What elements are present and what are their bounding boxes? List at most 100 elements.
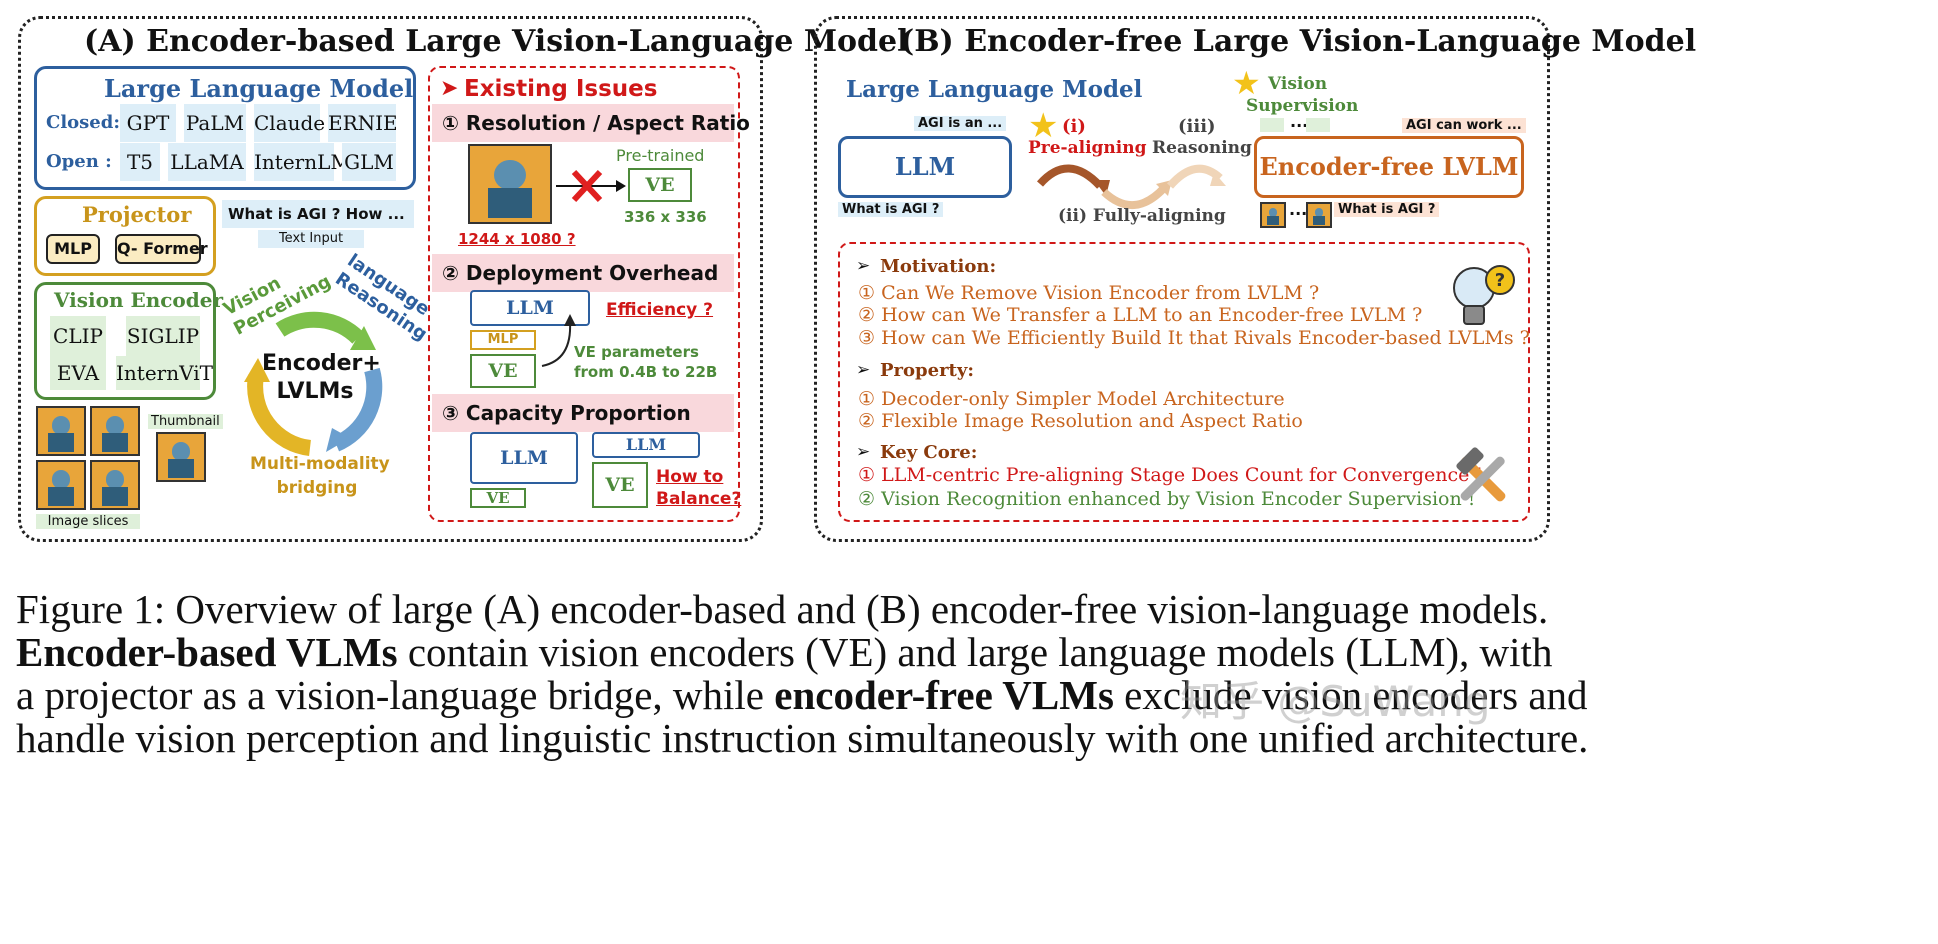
multimodality-bridging-label: Multi-modality bridging [250,452,390,500]
property-item: ② Flexible Image Resolution and Aspect R… [858,410,1303,432]
res-336-label: 336 x 336 [624,208,707,226]
vision-token-slot [1260,118,1284,132]
motivation-item: ② How can We Transfer a LLM to an Encode… [858,304,1423,326]
capacity-ve-big: VE [592,462,648,508]
input-image-icon [1306,202,1332,228]
motivation-item: ① Can We Remove Vision Encoder from LVLM… [858,282,1320,304]
panel-a-title: (A) Encoder-based Large Vision-Language … [84,24,909,59]
image-slices-label: Image slices [36,514,140,529]
stage-i-num: (i) [1062,116,1086,137]
svg-text:?: ? [1495,270,1505,291]
model-chip: ERNIE [328,104,398,142]
property-arrow-icon: ➢ [856,360,871,380]
projector-qformer: Q- Former [115,234,208,264]
stage-iii-label: Reasoning [1152,138,1252,158]
cycle-center-text: Encoder+ LVLMs [262,350,381,406]
panel-b-title: (B) Encoder-free Large Vision-Language M… [900,24,1697,59]
ve-params-line2: from 0.4B to 22B [574,363,718,381]
model-chip: GLM [342,143,396,181]
panel-b [814,16,1550,542]
cross-arrow-icon [556,169,626,203]
b-agi-can-work: AGI can work ... [1402,118,1526,133]
motivation-item: ③ How can We Efficiently Build It that R… [858,327,1530,349]
input-image-icon [1260,202,1286,228]
vision-sup-star-icon: ★ [1232,64,1261,102]
caption-line-1: Figure 1: Overview of large (A) encoder-… [16,586,1549,632]
text-input-query: What is AGI ? How ... [222,200,414,228]
existing-issues-title: Existing Issues [464,76,658,102]
caption-bold-encoder-free: encoder-free VLMs [774,672,1114,718]
pretrained-label: Pre-trained [616,146,705,165]
caption-line-4: handle vision perception and linguistic … [16,715,1589,761]
key-core-title: Key Core: [880,442,978,463]
image-slice [90,406,140,456]
key-core-item: ① LLM-centric Pre-aligning Stage Does Co… [858,464,1484,486]
caption-line-2-rest: contain vision encoders (VE) and large l… [397,629,1553,675]
property-item: ① Decoder-only Simpler Model Architectur… [858,388,1285,410]
capacity-ve-small: VE [470,488,526,508]
cycle-center-line1: Encoder+ [262,351,381,376]
issues-arrow-icon: ➤ [440,76,459,101]
summary-box [838,242,1530,522]
vision-encoder-box [34,282,216,400]
open-label: Open : [46,151,112,172]
stage-iii-num: (iii) [1178,116,1216,137]
vision-token-slot [1306,118,1330,132]
b-what-is-agi-2: What is AGI ? [1334,202,1440,217]
thumbnail-image [156,432,206,482]
key-core-arrow-icon: ➢ [856,442,871,462]
image-slice [36,406,86,456]
model-chip: GPT [120,104,176,142]
ve-params-line1: VE parameters [574,343,699,361]
image-slice [90,460,140,510]
issue-resolution: ① Resolution / Aspect Ratio [432,104,750,142]
projector-title: Projector [82,202,192,227]
issue-deployment: ② Deployment Overhead [432,254,734,292]
capacity-llm-big: LLM [470,432,578,484]
encoder-chip: EVA [50,356,106,390]
caption-line-3-pre: a projector as a vision-language bridge,… [16,672,775,718]
llm-box [34,66,416,190]
input-image-dots: ... [1289,200,1308,219]
caption-line-3: a projector as a vision-language bridge,… [16,669,1588,721]
caption-line-2: Encoder-based VLMs contain vision encode… [16,626,1552,678]
encoder-lvlm-cycle [244,311,383,456]
caption-line-3-rest: exclude vision encoders and [1113,672,1588,718]
multimodality-line1: Multi-modality [250,454,390,474]
caption-bold-encoder-based: Encoder-based VLMs [16,629,398,675]
high-res-label: 1244 x 1080 ? [458,230,576,248]
image-slice [36,460,86,510]
stage-arrows-icon [1036,164,1226,210]
deploy-ve-box: VE [470,354,536,388]
tools-icon [1456,447,1506,502]
encoder-chip: InternViT [116,356,213,390]
pretrained-ve-box: VE [628,168,692,202]
vision-token-dots: ... [1290,112,1309,131]
encoder-free-lvlm-box: Encoder-free LVLM [1254,136,1524,198]
curved-arrow-icon [541,314,576,367]
how-to-balance-label: How to Balance? [656,466,741,510]
key-core-item: ② Vision Recognition enhanced by Vision … [858,488,1476,510]
panel-a [18,16,763,542]
b-agi-is-an: AGI is an ... [914,116,1007,131]
ve-params-label: VE parameters from 0.4B to 22B [574,342,717,382]
b-llm-box: LLM [838,136,1012,198]
multimodality-line2: bridging [276,478,358,498]
model-chip: InternLM [254,143,351,181]
property-title: Property: [880,360,974,381]
vision-sup-line2: Supervision [1246,96,1359,116]
star-icon: ★ [1028,106,1059,146]
llm-box-title: Large Language Model [104,74,414,103]
deploy-llm-box: LLM [470,290,590,326]
projector-box [34,196,216,276]
lightbulb-icon: ? [1453,265,1515,325]
efficiency-label: Efficiency ? [606,300,714,320]
text-input-label: Text Input [258,230,364,248]
thumbnail-label: Thumbnail [148,414,223,429]
stage-i-label: Pre-aligning [1028,138,1147,158]
vision-sup-line1: Vision [1268,74,1328,94]
stage-ii-label: (ii) Fully-aligning [1058,206,1226,226]
model-chip: LLaMA [168,143,246,181]
how-to-line1: How to [656,467,724,487]
existing-issues-box [428,66,740,522]
